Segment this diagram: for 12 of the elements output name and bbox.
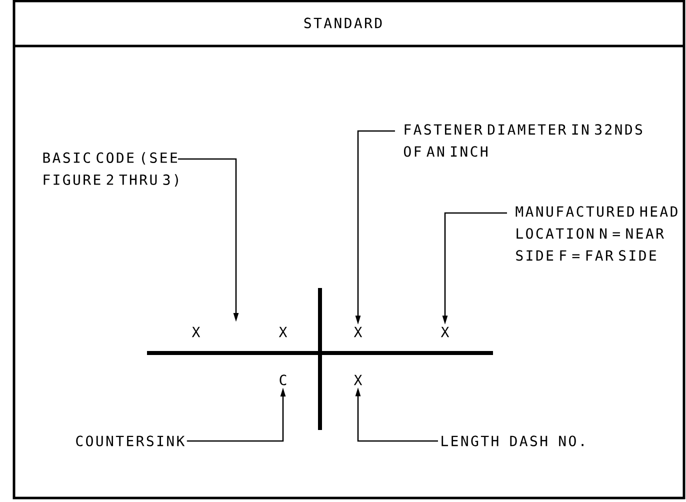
code-letter: X	[192, 326, 200, 338]
code-letter: C	[280, 374, 286, 386]
callout-text: MANUFACTURED HEAD LOCATION N = NEAR SIDE F = FAR SIDE	[516, 206, 678, 261]
callout-text: LENGTH DASH NO.	[442, 436, 584, 446]
code-letter: X	[354, 326, 362, 338]
callout-text: COUNTERSINK	[76, 436, 185, 446]
title: STANDARD	[304, 18, 382, 28]
callout-text: BASIC CODE (SEE FIGURE 2 THRU 3)	[43, 152, 178, 187]
code-letter: X	[440, 326, 450, 338]
code-letter: X	[354, 374, 362, 386]
code-letter: X	[278, 326, 288, 338]
callout-text: FASTENER DIAMETER IN 32NDS OF AN INCH	[404, 124, 642, 157]
